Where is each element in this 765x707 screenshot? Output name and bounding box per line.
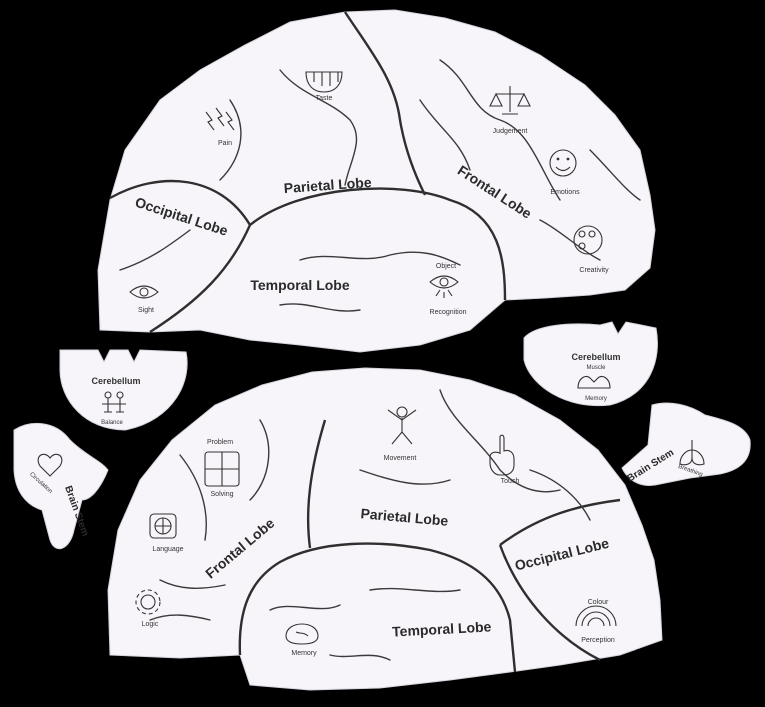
caption-emotions: Emotions [550, 189, 580, 196]
caption-creativity: Creativity [579, 267, 609, 274]
caption-language: Language [152, 546, 183, 553]
caption-solving: Solving [211, 491, 234, 498]
cerebellum-left-title: Cerebellum [91, 376, 140, 386]
caption-judgement: Judgement [493, 128, 528, 135]
caption-object: Object [436, 263, 456, 270]
cerebellum-right-title: Cerebellum [571, 352, 620, 362]
top-temporal-label: Temporal Lobe [250, 277, 350, 293]
caption-pain: Pain [218, 140, 232, 147]
brainstem-left-piece: Circulation Brain Stem [14, 423, 108, 548]
bottom-brain-outline [108, 368, 662, 690]
caption-recognition: Recognition [430, 309, 467, 316]
caption-logic: Logic [142, 621, 159, 628]
caption-perception: Perception [581, 637, 615, 644]
caption-muscle: Muscle [586, 365, 606, 371]
caption-taste: Taste [316, 95, 333, 102]
caption-problem: Problem [207, 439, 233, 446]
caption-memory-muscle: Memory [585, 396, 607, 402]
caption-movement: Movement [384, 455, 417, 462]
brainstem-right-piece: Brain Stem Breathing [622, 403, 750, 485]
caption-touch: Touch [501, 478, 520, 485]
bottom-brain-puzzle: Parietal Lobe Frontal Lobe Occipital Lob… [108, 368, 662, 690]
caption-balance: Balance [101, 420, 123, 426]
top-brain-puzzle: Parietal Lobe Frontal Lobe Occipital Lob… [98, 10, 655, 352]
cerebellum-left-piece: Cerebellum Balance [60, 350, 187, 430]
caption-memory: Memory [291, 650, 317, 657]
caption-sight: Sight [138, 307, 154, 314]
cerebellum-right-piece: Cerebellum Muscle Memory [524, 322, 657, 406]
caption-colour: Colour [588, 599, 609, 606]
